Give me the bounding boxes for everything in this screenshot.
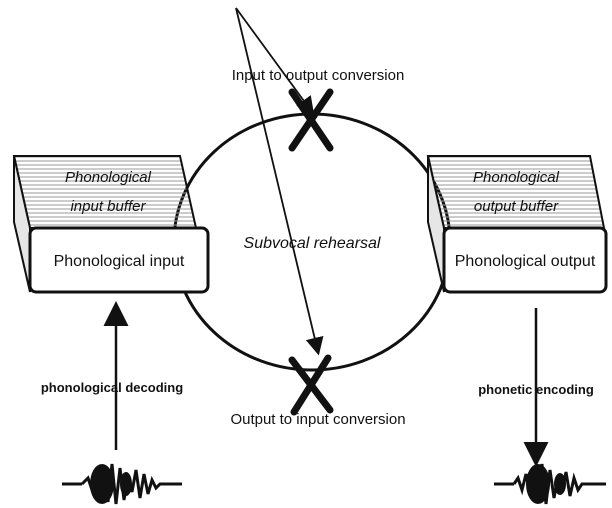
input-buffer-title-1: Phonological xyxy=(65,169,152,186)
input-box xyxy=(28,226,210,294)
output-box xyxy=(442,226,608,294)
output-box-label: Phonological output xyxy=(455,253,596,270)
input-to-output-label: Input to output conversion xyxy=(232,67,405,84)
output-buffer xyxy=(426,155,608,294)
x-cross-icon xyxy=(288,88,334,152)
output-buffer-title-2: output buffer xyxy=(474,198,559,215)
x-cross-icon xyxy=(288,354,334,416)
output-buffer-title-1: Phonological xyxy=(473,169,560,186)
output-to-input-label: Output to input conversion xyxy=(230,411,405,428)
decoding-label: phonological decoding xyxy=(41,380,183,395)
sound-wave-icon xyxy=(494,463,606,505)
input-buffer xyxy=(12,155,210,294)
pointer-arrow-lower xyxy=(235,7,324,356)
subvocal-rehearsal-label: Subvocal rehearsal xyxy=(244,235,381,252)
input-box-label: Phonological input xyxy=(54,253,185,270)
sound-wave-icon xyxy=(62,463,182,505)
input-buffer-title-2: input buffer xyxy=(70,198,146,215)
pointer-arrow-upper xyxy=(235,7,315,115)
encoding-label: phonetic encoding xyxy=(478,382,594,397)
